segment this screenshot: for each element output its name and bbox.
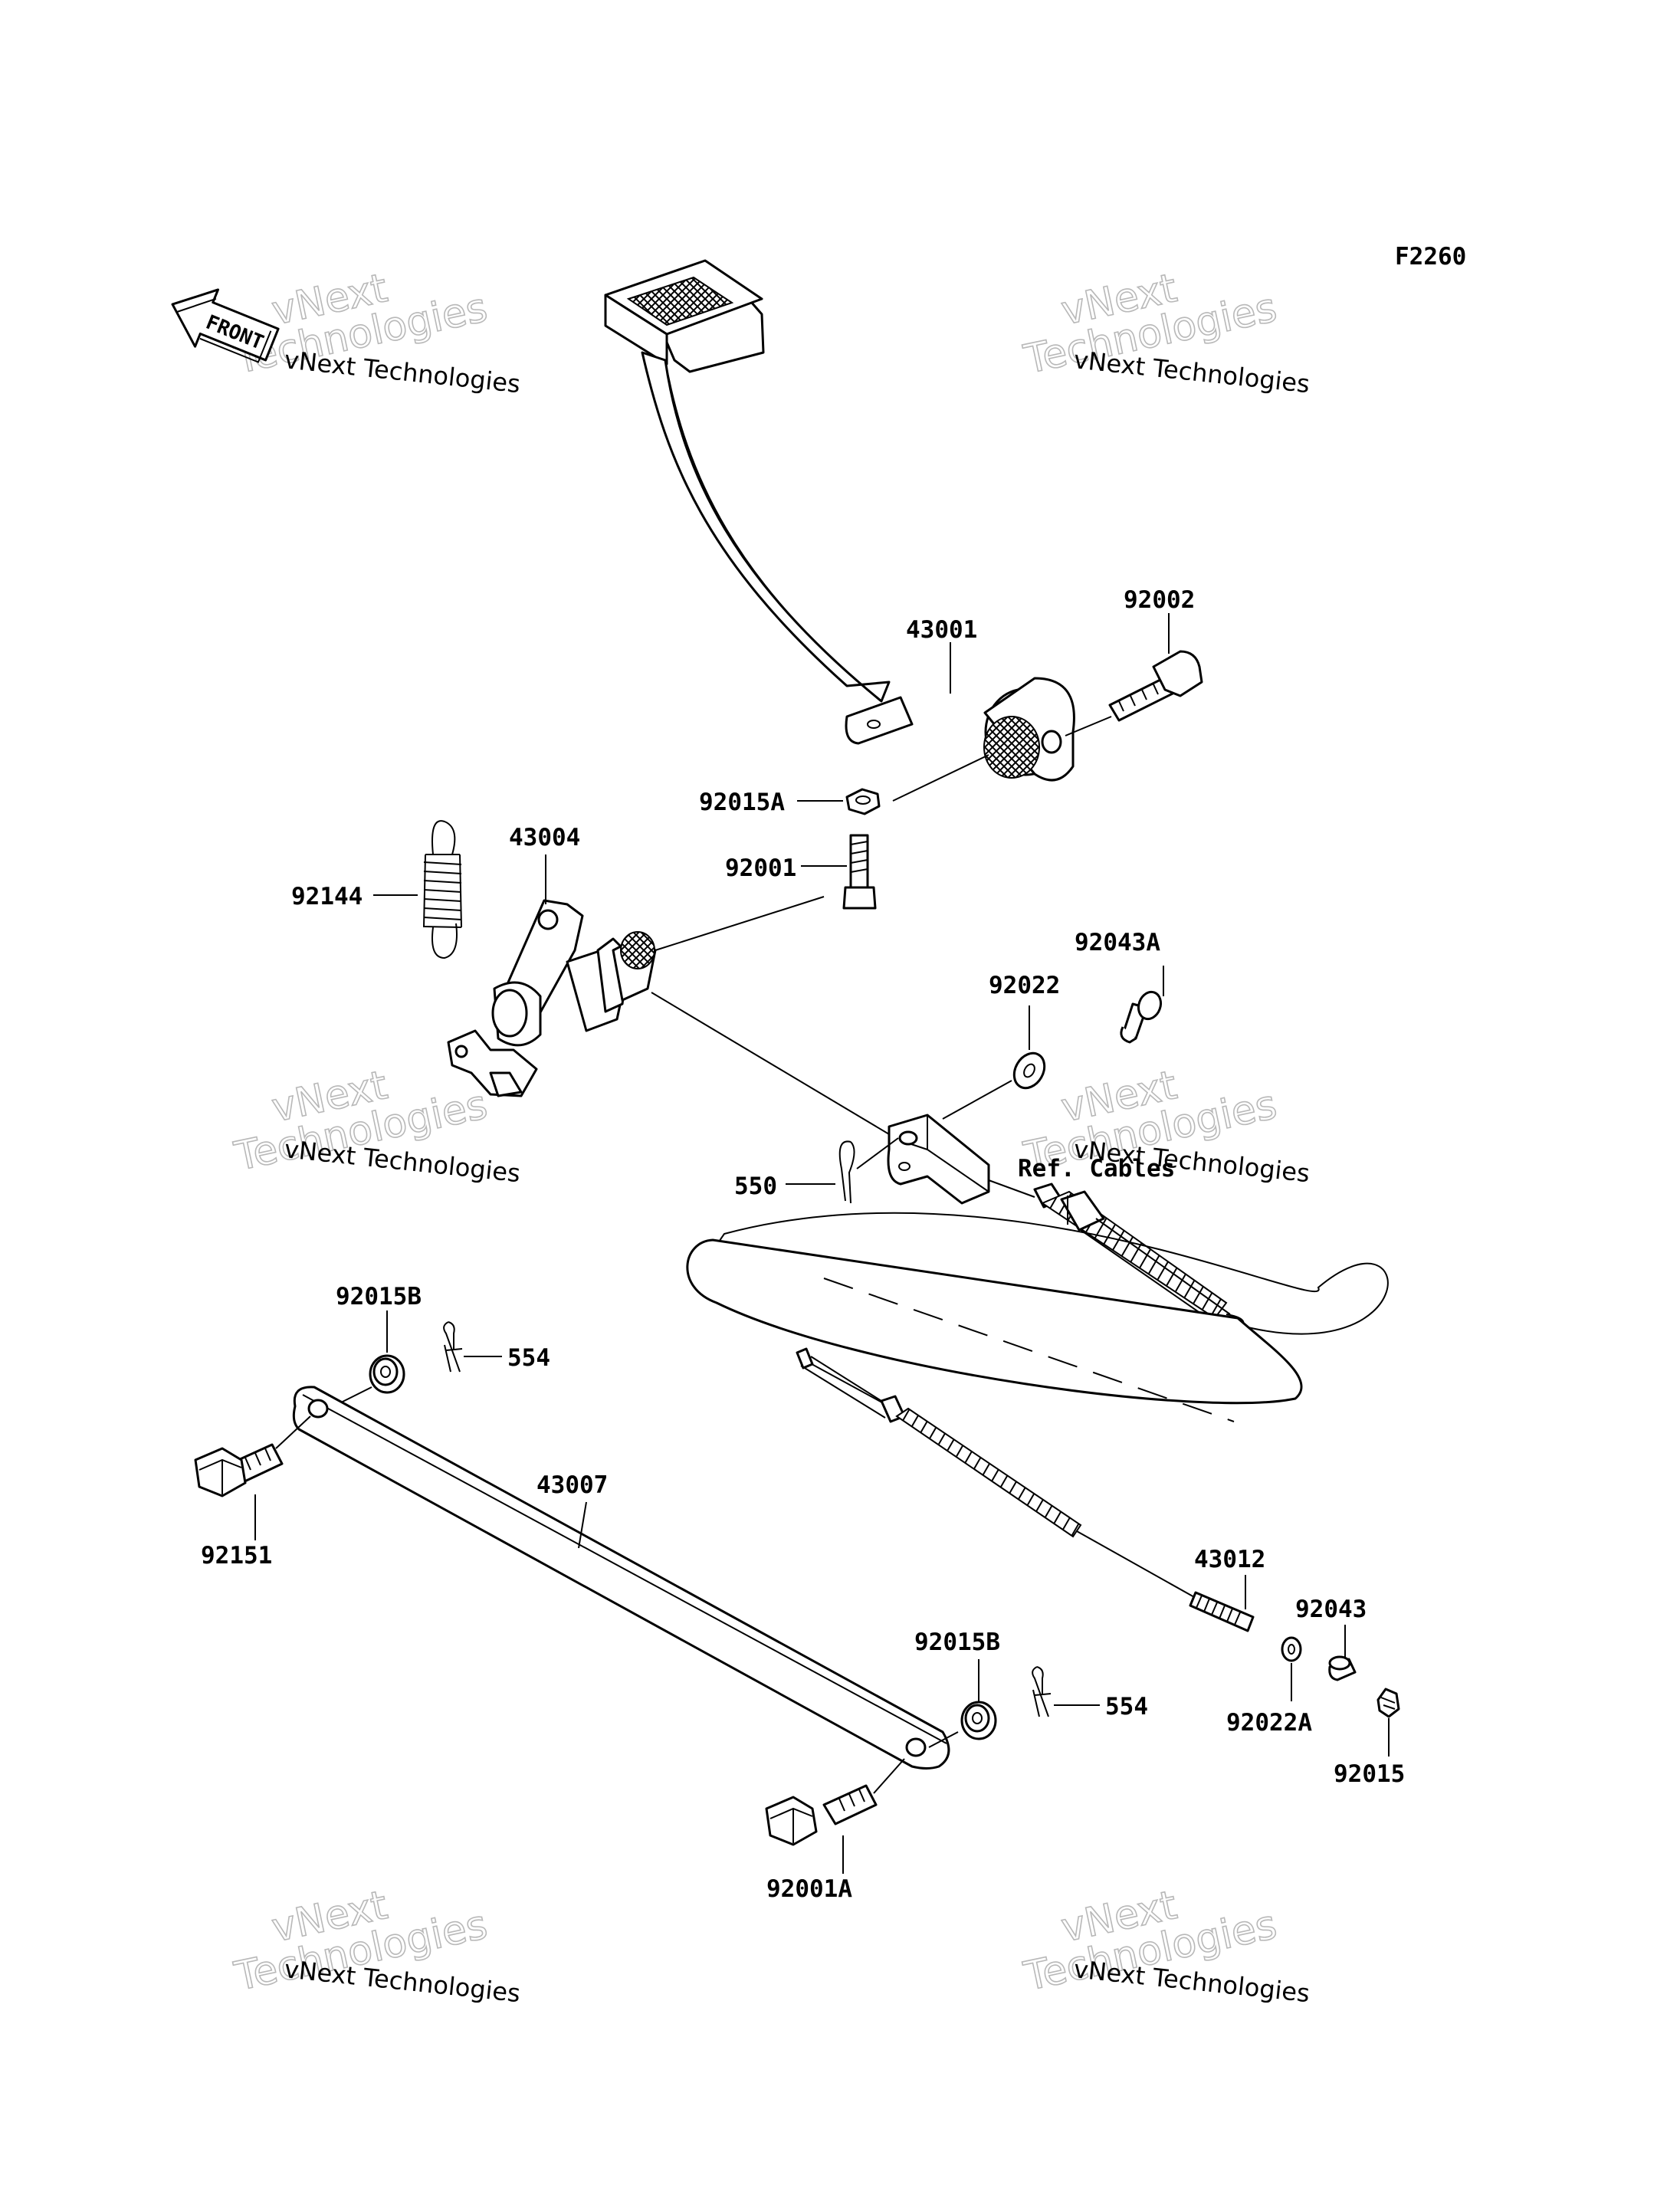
brake-pedal-part <box>604 259 1075 782</box>
part-label-43004: 43004 <box>509 824 580 851</box>
part-label-554-bottom: 554 <box>1105 1693 1148 1720</box>
part-label-92015: 92015 <box>1334 1760 1405 1788</box>
part-labels: 43001 92002 92015A 43004 92001 92144 920… <box>201 586 1405 1903</box>
part-label-92043: 92043 <box>1295 1596 1367 1623</box>
part-label-92001A: 92001A <box>766 1875 852 1903</box>
part-label-43001: 43001 <box>906 616 977 644</box>
watermark-group: vNext Technologies vNext Technologies vN… <box>230 264 1311 2008</box>
pin-92043-part <box>1328 1655 1357 1681</box>
r-clip-554-bottom-part <box>1032 1666 1052 1717</box>
figure-code: F2260 <box>1395 243 1466 271</box>
brake-link-rod-43007-part <box>292 1386 950 1770</box>
part-label-92001: 92001 <box>725 854 796 882</box>
front-direction-icon: FRONT <box>171 288 280 363</box>
r-clip-554-top-part <box>443 1321 463 1373</box>
part-label-92151: 92151 <box>201 1542 272 1570</box>
flange-nut-92015B-top-part <box>369 1354 405 1394</box>
flange-nut-92015B-bottom-part <box>960 1701 997 1740</box>
bolt-92151-part <box>194 1443 284 1497</box>
part-label-92015B-bottom: 92015B <box>914 1629 1000 1656</box>
clevis-pin-92043A-part <box>1120 990 1163 1044</box>
part-label-92022: 92022 <box>989 972 1060 999</box>
adjuster-rod-43012-part <box>1189 1591 1255 1632</box>
watermark-mid-left: vNext Technologies <box>230 1061 492 1180</box>
part-label-92144: 92144 <box>291 883 363 910</box>
washer-92022-part <box>1012 1051 1046 1090</box>
part-label-92015A: 92015A <box>699 789 785 816</box>
cable-clevis-part <box>887 1114 990 1205</box>
part-label-43012: 43012 <box>1194 1546 1265 1573</box>
nut-92015-part <box>1376 1688 1400 1718</box>
watermark-caption: vNext Technologies <box>1072 345 1311 399</box>
part-label-92015B-top: 92015B <box>336 1283 422 1310</box>
bolt-92001A-part <box>765 1784 878 1846</box>
part-label-43007: 43007 <box>536 1471 608 1499</box>
nut-92015A-part <box>845 788 881 815</box>
return-spring-part <box>423 820 462 959</box>
part-label-92022A: 92022A <box>1226 1709 1312 1737</box>
pivot-bolt-part <box>1108 650 1203 722</box>
brake-shaft-arm-part <box>447 899 657 1097</box>
part-label-92002: 92002 <box>1124 586 1195 614</box>
brake-cable-part <box>686 1179 1389 1599</box>
cable-reference-note: Ref. Cables <box>1018 1155 1175 1183</box>
cotter-pin-550-part <box>838 1140 855 1204</box>
bolt-92001-part <box>842 834 877 910</box>
part-label-554-top: 554 <box>507 1344 550 1372</box>
washer-92022A-part <box>1281 1636 1302 1662</box>
leader-lines <box>254 613 1390 1874</box>
part-label-550: 550 <box>734 1173 777 1200</box>
part-label-92043A: 92043A <box>1075 929 1160 956</box>
watermark-caption: vNext Technologies <box>283 345 521 399</box>
